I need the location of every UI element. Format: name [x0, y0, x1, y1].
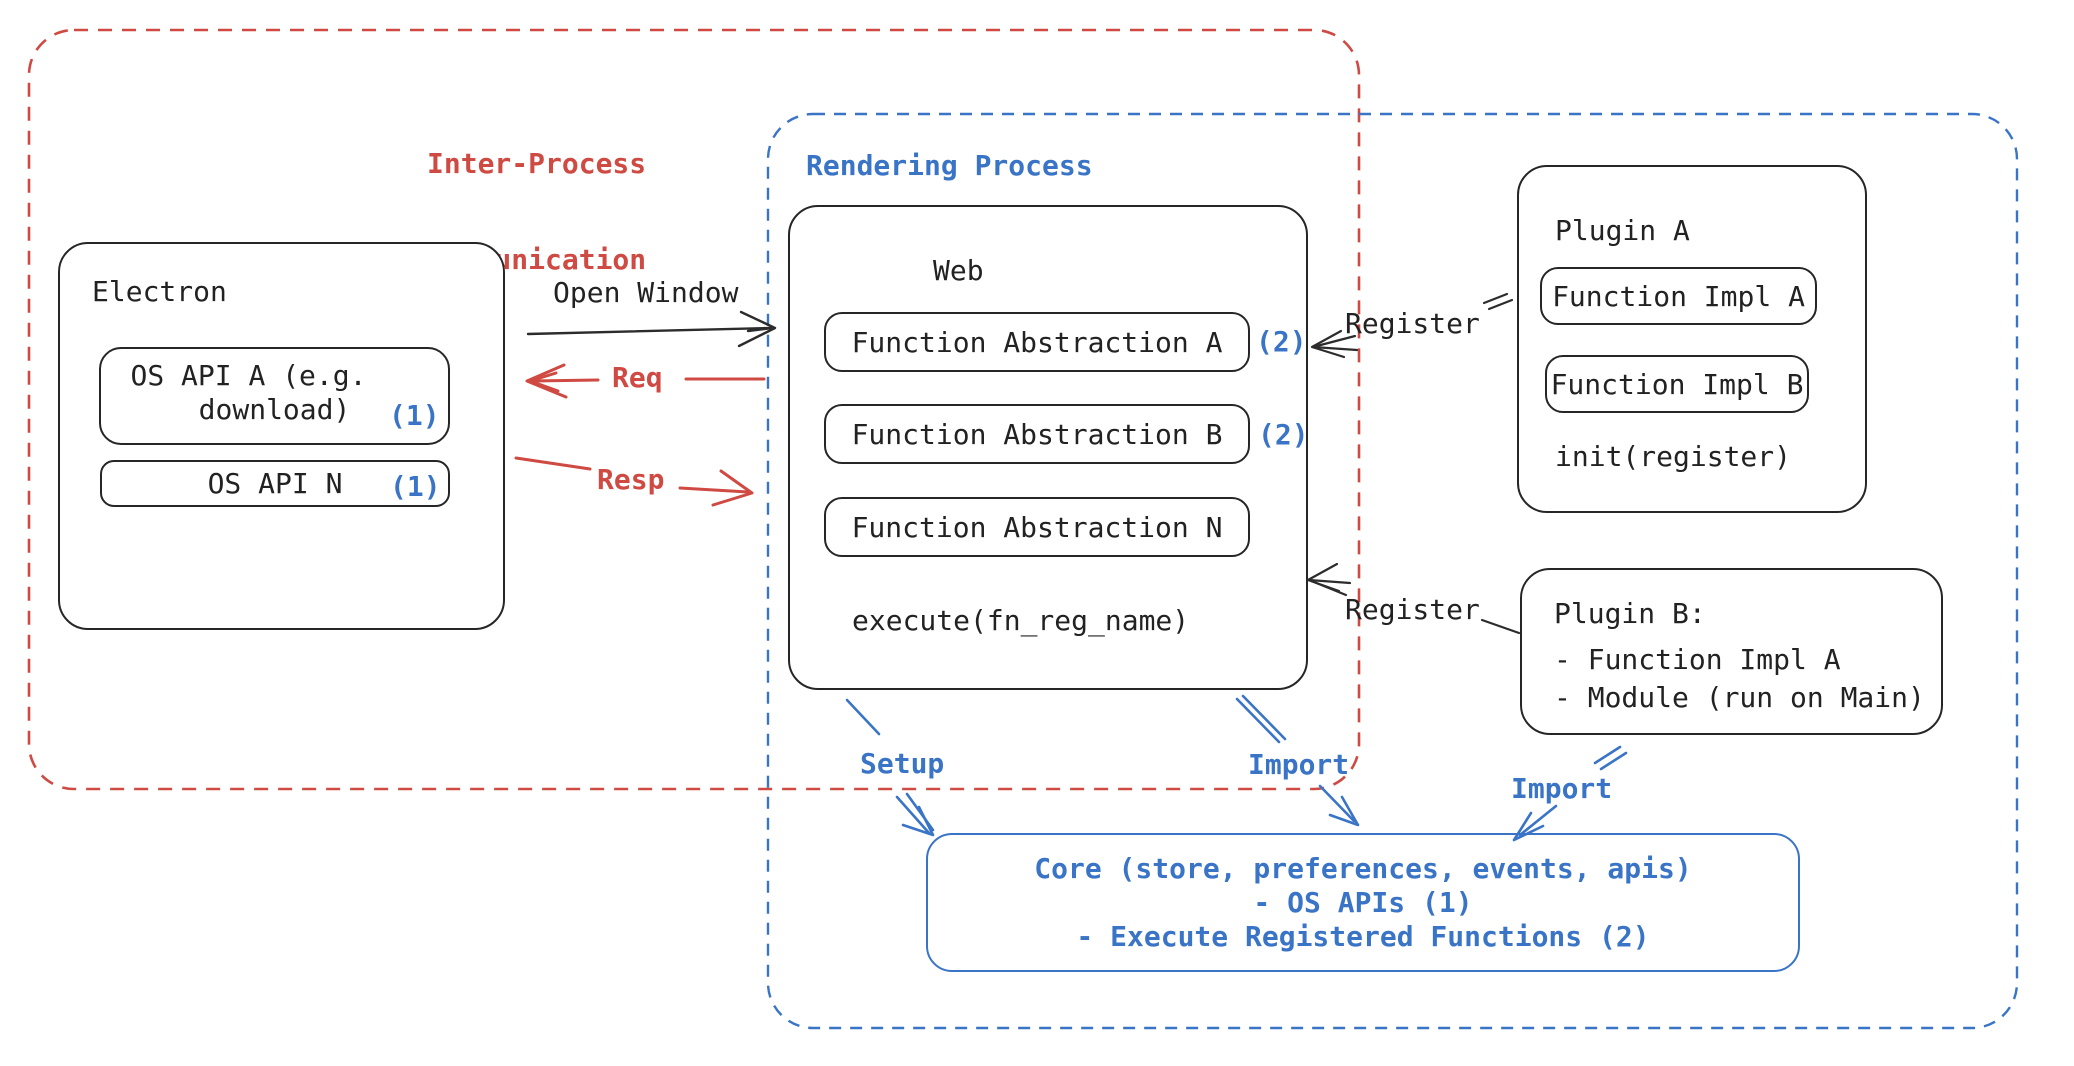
resp-label: Resp	[597, 463, 665, 496]
web-title: Web	[933, 254, 984, 287]
function-abstraction-a-box: Function Abstraction A	[824, 312, 1250, 372]
req-label: Req	[612, 361, 663, 394]
plugin-a-title: Plugin A	[1555, 214, 1690, 247]
os-api-n-label: OS API N	[207, 467, 343, 500]
register-a-label: Register	[1345, 307, 1480, 340]
open-window-label: Open Window	[553, 276, 739, 309]
plugin-b-item-module: - Module (run on Main)	[1554, 681, 1925, 714]
function-abstraction-b-box: Function Abstraction B	[824, 404, 1250, 464]
os-api-a-box: OS API A (e.g. download) (1)	[99, 347, 450, 445]
core-line-3: - Execute Registered Functions (2)	[1076, 920, 1650, 953]
os-api-n-box: OS API N (1)	[100, 460, 450, 507]
os-api-a-label-line2: download)	[198, 393, 351, 426]
core-line-2: - OS APIs (1)	[1253, 886, 1473, 919]
electron-box: Electron OS API A (e.g. download) (1) OS…	[58, 242, 505, 630]
plugin-b-box: Plugin B: - Function Impl A - Module (ru…	[1520, 568, 1943, 735]
plugin-b-item-function-impl-a: - Function Impl A	[1554, 643, 1841, 676]
core-box: Core (store, preferences, events, apis) …	[926, 833, 1800, 972]
import-web-label: Import	[1248, 748, 1350, 781]
function-impl-a-box: Function Impl A	[1540, 267, 1817, 325]
os-api-a-label-line1: OS API A (e.g.	[130, 359, 367, 392]
core-line-1: Core (store, preferences, events, apis)	[1034, 852, 1692, 885]
setup-label: Setup	[860, 747, 945, 780]
function-abstraction-b-ref-badge: (2)	[1258, 418, 1309, 451]
plugin-b-title: Plugin B:	[1554, 597, 1706, 630]
os-api-n-ref-badge: (1)	[390, 470, 441, 503]
execute-label: execute(fn_reg_name)	[852, 604, 1190, 637]
plugin-a-box: Plugin A Function Impl A Function Impl B…	[1517, 165, 1867, 513]
os-api-a-ref-badge: (1)	[389, 399, 440, 432]
ipc-title-line1: Inter-Process	[427, 147, 647, 180]
init-register-label: init(register)	[1555, 440, 1792, 473]
web-box: Web Function Abstraction A Function Abst…	[788, 205, 1308, 690]
electron-title: Electron	[92, 275, 227, 308]
function-impl-b-box: Function Impl B	[1545, 355, 1809, 413]
register-b-label: Register	[1345, 593, 1480, 626]
function-abstraction-a-ref-badge: (2)	[1256, 325, 1307, 358]
function-abstraction-n-box: Function Abstraction N	[824, 497, 1250, 557]
import-plugin-label: Import	[1511, 772, 1613, 805]
rendering-process-title: Rendering Process	[806, 149, 1093, 182]
